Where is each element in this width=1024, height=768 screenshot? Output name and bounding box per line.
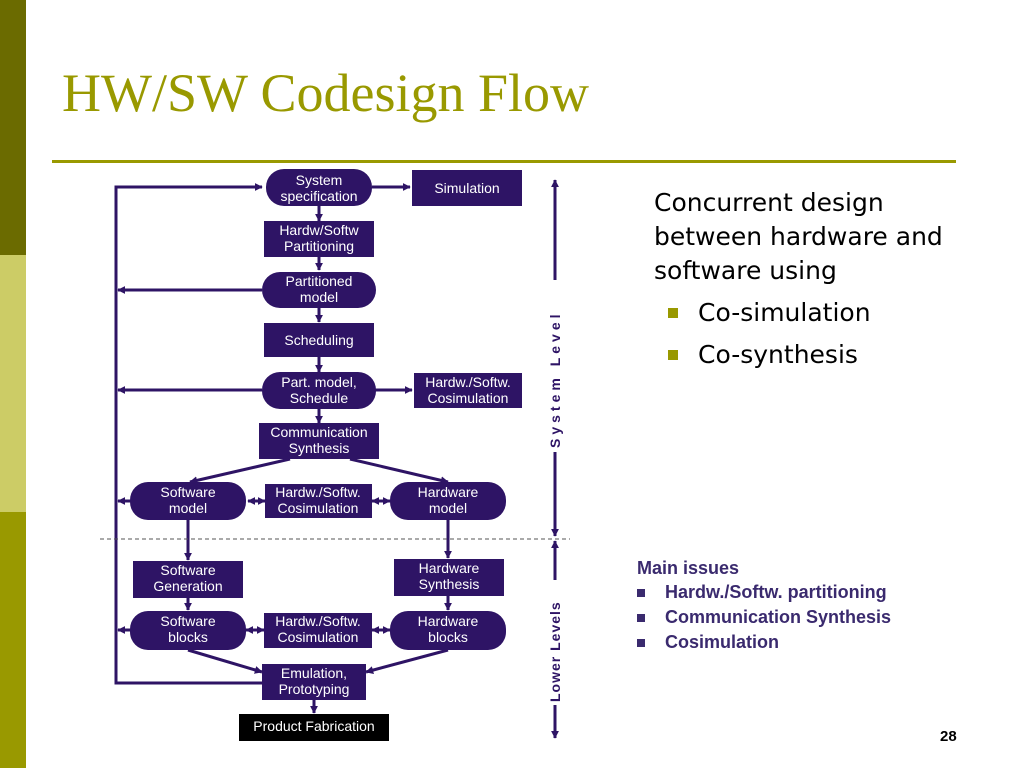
svg-text:Hardware: Hardware bbox=[419, 560, 480, 576]
svg-text:Communication: Communication bbox=[270, 424, 367, 440]
svg-text:Software: Software bbox=[160, 613, 215, 629]
node-hardware-blocks: Hardware blocks bbox=[390, 611, 506, 650]
issue-text: Communication Synthesis bbox=[665, 607, 892, 627]
node-cosimulation-3: Hardw./Softw. Cosimulation bbox=[264, 613, 372, 648]
sidebar-band-top bbox=[0, 0, 26, 255]
node-communication-synthesis: Communication Synthesis bbox=[259, 423, 379, 459]
issue-text: Cosimulation bbox=[665, 632, 780, 652]
node-simulation: Simulation bbox=[412, 170, 522, 206]
svg-text:model: model bbox=[300, 289, 338, 305]
svg-text:specification: specification bbox=[280, 188, 357, 204]
sidebar-band-middle bbox=[0, 255, 26, 512]
issue-item: Cosimulation bbox=[637, 630, 957, 655]
bullet-text: Co-simulation bbox=[698, 298, 871, 327]
bullet-square-icon bbox=[668, 308, 678, 318]
svg-text:blocks: blocks bbox=[168, 629, 208, 645]
issue-item: Hardw./Softw. partitioning bbox=[637, 580, 957, 605]
svg-text:Partitioned: Partitioned bbox=[286, 273, 353, 289]
svg-text:Generation: Generation bbox=[153, 578, 222, 594]
svg-text:Cosimulation: Cosimulation bbox=[428, 390, 509, 406]
lower-levels-label: Lower Levels bbox=[547, 601, 563, 702]
node-system-specification: System specification bbox=[266, 169, 372, 206]
svg-text:Hardware: Hardware bbox=[418, 613, 479, 629]
bullet-text: Co-synthesis bbox=[698, 340, 858, 369]
svg-text:model: model bbox=[169, 500, 207, 516]
node-partitioned-model: Partitioned model bbox=[262, 272, 376, 308]
node-scheduling: Scheduling bbox=[264, 323, 374, 357]
bullet-item: Co-simulation bbox=[654, 296, 984, 330]
svg-text:Hardware: Hardware bbox=[418, 484, 479, 500]
svg-text:Cosimulation: Cosimulation bbox=[278, 629, 359, 645]
issue-item: Communication Synthesis bbox=[637, 605, 957, 630]
svg-text:Simulation: Simulation bbox=[434, 180, 499, 196]
node-emulation-prototyping: Emulation, Prototyping bbox=[262, 664, 366, 700]
bullet-list: Concurrent design between hardware and s… bbox=[654, 186, 984, 372]
main-issues: Main issues Hardw./Softw. partitioning C… bbox=[637, 556, 957, 655]
svg-text:Hardw./Softw.: Hardw./Softw. bbox=[425, 374, 511, 390]
title-divider bbox=[52, 160, 956, 163]
node-part-model-schedule: Part. model, Schedule bbox=[262, 372, 376, 409]
svg-text:Prototyping: Prototyping bbox=[279, 681, 350, 697]
issue-bullet-icon bbox=[637, 613, 645, 622]
svg-text:Software: Software bbox=[160, 484, 215, 500]
node-partitioning: Hardw/Softw Partitioning bbox=[264, 221, 374, 257]
node-cosimulation-2: Hardw./Softw. Cosimulation bbox=[265, 484, 372, 518]
node-software-model: Software model bbox=[130, 482, 246, 520]
svg-text:model: model bbox=[429, 500, 467, 516]
page-number: 28 bbox=[940, 728, 957, 745]
node-hardware-synthesis: Hardware Synthesis bbox=[394, 559, 504, 596]
svg-text:blocks: blocks bbox=[428, 629, 468, 645]
svg-text:Scheduling: Scheduling bbox=[284, 332, 353, 348]
svg-text:Hardw/Softw: Hardw/Softw bbox=[279, 222, 359, 238]
issue-text: Hardw./Softw. partitioning bbox=[665, 582, 887, 602]
node-hardware-model: Hardware model bbox=[390, 482, 506, 520]
svg-text:Partitioning: Partitioning bbox=[284, 238, 354, 254]
svg-text:Synthesis: Synthesis bbox=[289, 440, 350, 456]
system-level-label: System Level bbox=[547, 311, 563, 449]
bullet-item: Co-synthesis bbox=[654, 338, 984, 372]
svg-text:System: System bbox=[296, 172, 343, 188]
bullet-intro: Concurrent design between hardware and s… bbox=[654, 188, 943, 285]
node-software-blocks: Software blocks bbox=[130, 611, 246, 650]
flow-connectors bbox=[114, 179, 559, 739]
issue-bullet-icon bbox=[637, 588, 645, 597]
node-software-generation: Software Generation bbox=[133, 561, 243, 598]
svg-text:Product Fabrication: Product Fabrication bbox=[253, 718, 374, 734]
issue-bullet-icon bbox=[637, 638, 645, 647]
slide-title: HW/SW Codesign Flow bbox=[62, 63, 590, 123]
svg-text:Hardw./Softw.: Hardw./Softw. bbox=[275, 613, 361, 629]
svg-text:Part. model,: Part. model, bbox=[281, 374, 356, 390]
bullet-square-icon bbox=[668, 350, 678, 360]
svg-text:Software: Software bbox=[160, 562, 215, 578]
svg-text:Cosimulation: Cosimulation bbox=[278, 500, 359, 516]
node-product-fabrication: Product Fabrication bbox=[239, 714, 389, 741]
svg-text:Synthesis: Synthesis bbox=[419, 576, 480, 592]
svg-text:Hardw./Softw.: Hardw./Softw. bbox=[275, 484, 361, 500]
sidebar-band-bottom bbox=[0, 512, 26, 768]
node-cosimulation-1: Hardw./Softw. Cosimulation bbox=[414, 373, 522, 408]
svg-text:Schedule: Schedule bbox=[290, 390, 349, 406]
main-issues-heading: Main issues bbox=[637, 558, 740, 578]
svg-text:Emulation,: Emulation, bbox=[281, 665, 347, 681]
